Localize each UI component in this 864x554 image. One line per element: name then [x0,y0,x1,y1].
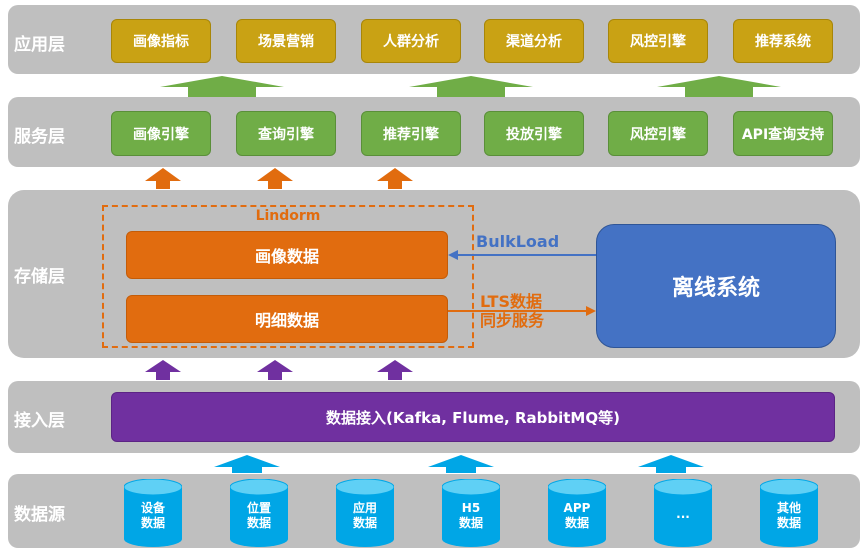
service-layer-label: 服务层 [14,127,65,147]
arrow-up-green-2 [409,76,533,97]
detail-data-box: 明细数据 [126,295,448,343]
offline-system-box: 离线系统 [596,224,836,348]
database-cylinder-icon [335,478,395,547]
service-item-query-engine: 查询引擎 [236,111,336,156]
source-label: 位置 数据 [246,501,271,530]
database-cylinder-icon [653,478,713,547]
service-item-delivery-engine: 投放引擎 [484,111,584,156]
database-cylinder-icon [229,478,289,547]
lindorm-dashed-frame [102,205,474,348]
app-item-channel-analysis: 渠道分析 [484,19,584,63]
app-item-recommend-system: 推荐系统 [733,19,833,63]
data-ingest-bar: 数据接入(Kafka, Flume, RabbitMQ等) [111,392,835,442]
bulkload-label: BulkLoad [476,232,560,251]
source-label: 其他 数据 [776,501,801,530]
service-item-api-query: API查询支持 [733,111,833,156]
app-item-scene-marketing: 场景营销 [236,19,336,63]
source-ellipsis: ... [653,478,713,547]
app-item-crowd-analysis: 人群分析 [361,19,461,63]
source-label: 应用 数据 [352,501,377,530]
arrow-up-purple-3 [377,360,413,380]
source-label: 设备 数据 [140,501,165,530]
service-item-recommend-engine: 推荐引擎 [361,111,461,156]
lts-sync-label: LTS数据 同步服务 [480,292,545,330]
storage-layer-label: 存储层 [14,267,65,287]
arrow-up-green-1 [160,76,284,97]
source-h5-data: H5 数据 [441,478,501,547]
service-item-portrait-engine: 画像引擎 [111,111,211,156]
access-layer-label: 接入层 [14,411,65,431]
portrait-data-box: 画像数据 [126,231,448,279]
arrow-up-orange-3 [377,168,413,189]
database-cylinder-icon [441,478,501,547]
arrow-up-purple-1 [145,360,181,380]
arrow-up-cyan-2 [428,455,494,473]
database-cylinder-icon [123,478,183,547]
source-label: H5 数据 [458,501,483,530]
service-item-risk-engine: 风控引擎 [608,111,708,156]
database-cylinder-icon [759,478,819,547]
app-item-portrait-metrics: 画像指标 [111,19,211,63]
source-label: APP 数据 [563,501,591,530]
source-app-data: APP 数据 [547,478,607,547]
database-cylinder-icon [547,478,607,547]
arrow-up-green-3 [657,76,781,97]
app-item-risk-engine: 风控引擎 [608,19,708,63]
arrow-up-orange-2 [257,168,293,189]
source-other-data: 其他 数据 [759,478,819,547]
lindorm-title: Lindorm [255,208,321,224]
source-app-usage-data: 应用 数据 [335,478,395,547]
application-layer-label: 应用层 [14,35,65,55]
source-device-data: 设备 数据 [123,478,183,547]
arrow-up-cyan-3 [638,455,704,473]
source-label: ... [676,507,690,521]
arrow-up-orange-1 [145,168,181,189]
arrow-up-cyan-1 [214,455,280,473]
source-layer-label: 数据源 [14,505,65,525]
arrow-up-purple-2 [257,360,293,380]
source-location-data: 位置 数据 [229,478,289,547]
